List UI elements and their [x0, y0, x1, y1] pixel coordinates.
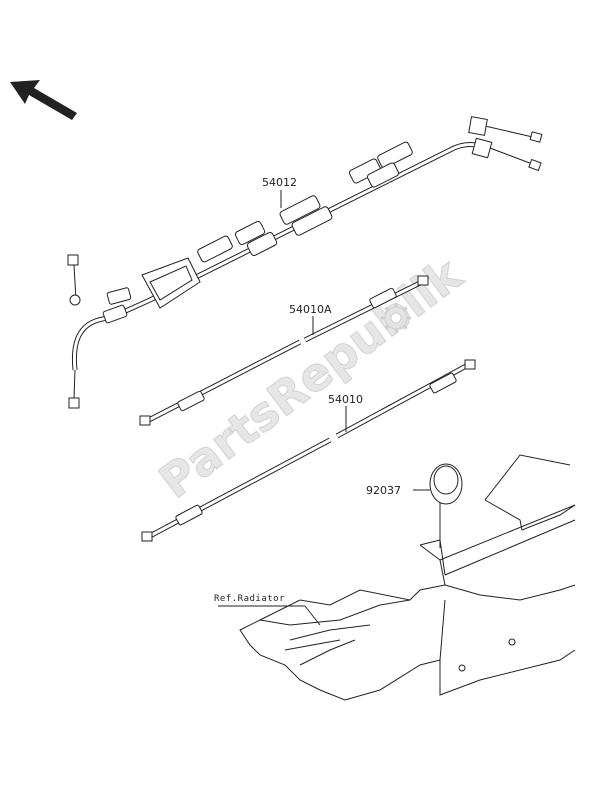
radiator-shroud [218, 454, 576, 701]
label-92037: 92037 [366, 484, 401, 497]
label-54010a: 54010A [289, 303, 332, 316]
throttle-cable-assembly [67, 116, 543, 409]
choke-cable [141, 359, 476, 542]
front-direction-arrow-icon [10, 80, 77, 120]
label-ref-radiator: Ref.Radiator [214, 594, 285, 604]
label-54012: 54012 [262, 176, 297, 189]
choke-cable-a [139, 275, 429, 426]
gear-icon [381, 303, 411, 333]
grommet [413, 463, 463, 548]
watermark-text: PartsRepublik [149, 246, 472, 508]
label-54010: 54010 [328, 393, 363, 406]
watermark: PartsRepublik [149, 246, 473, 509]
